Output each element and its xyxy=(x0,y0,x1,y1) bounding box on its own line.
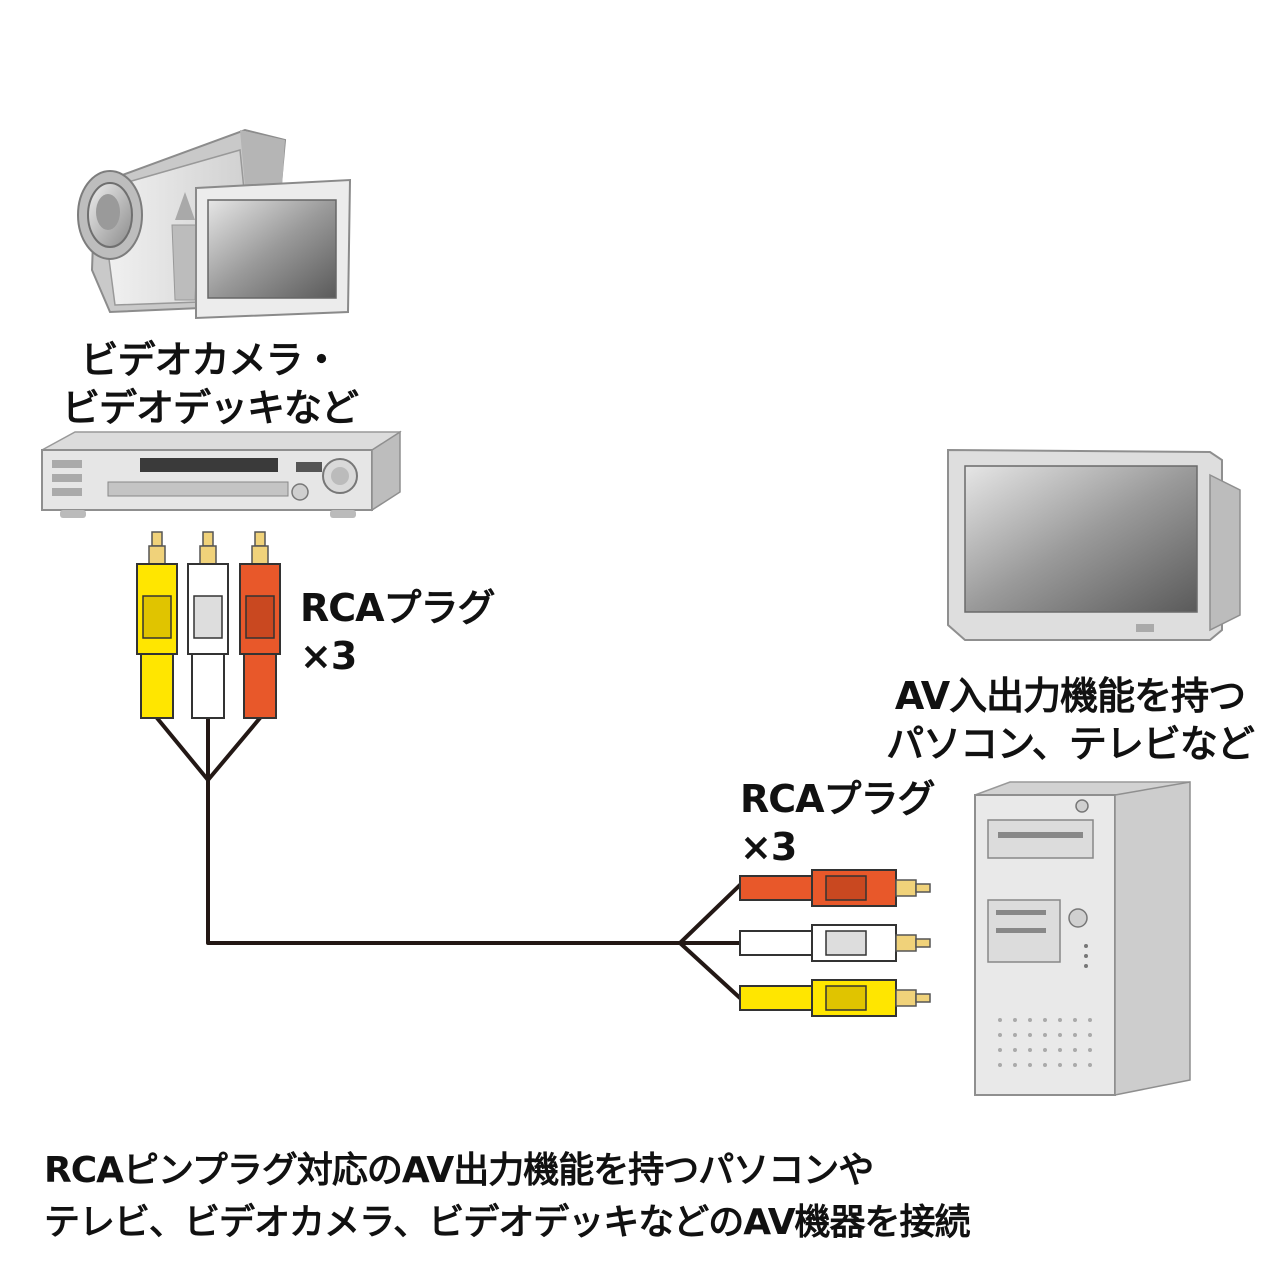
cable xyxy=(155,716,742,1000)
rca-plug-red xyxy=(239,531,281,719)
target-plug-label-line1: RCAプラグ xyxy=(740,777,936,821)
vcr-deck-icon xyxy=(41,430,402,518)
source-device-label-line2: ビデオデッキなど xyxy=(61,386,359,430)
rca-plug-white xyxy=(187,531,229,719)
rca-plug-red-horizontal xyxy=(739,869,931,907)
rca-plug-yellow xyxy=(136,531,178,719)
source-device-label: ビデオカメラ・ ビデオデッキなど xyxy=(60,336,360,432)
source-plug-label-line1: RCAプラグ xyxy=(300,586,496,630)
rca-plug-white-horizontal xyxy=(739,924,931,962)
target-plug-group xyxy=(739,869,931,1017)
target-device-label: AV入出力機能を持つ パソコン、テレビなど xyxy=(870,672,1270,768)
target-device-label-line1: AV入出力機能を持つ xyxy=(894,674,1246,718)
rca-plug-yellow-horizontal xyxy=(739,979,931,1017)
source-plug-label: RCAプラグ ×3 xyxy=(300,584,496,680)
source-plug-group xyxy=(136,531,281,719)
source-device-label-line1: ビデオカメラ・ xyxy=(80,338,340,382)
target-plug-label: RCAプラグ ×3 xyxy=(740,775,936,871)
caption: RCAピンプラグ対応のAV出力機能を持つパソコンや テレビ、ビデオカメラ、ビデオ… xyxy=(44,1145,971,1249)
caption-line1: RCAピンプラグ対応のAV出力機能を持つパソコンや xyxy=(44,1150,874,1191)
pc-tower-icon xyxy=(974,781,1191,1096)
caption-line2: テレビ、ビデオカメラ、ビデオデッキなどのAV機器を接続 xyxy=(44,1202,971,1243)
target-plug-label-line2: ×3 xyxy=(740,825,797,869)
target-device-label-line2: パソコン、テレビなど xyxy=(886,722,1255,766)
camcorder-icon xyxy=(77,128,352,320)
source-plug-label-line2: ×3 xyxy=(300,634,357,678)
tv-monitor-icon xyxy=(947,448,1241,641)
